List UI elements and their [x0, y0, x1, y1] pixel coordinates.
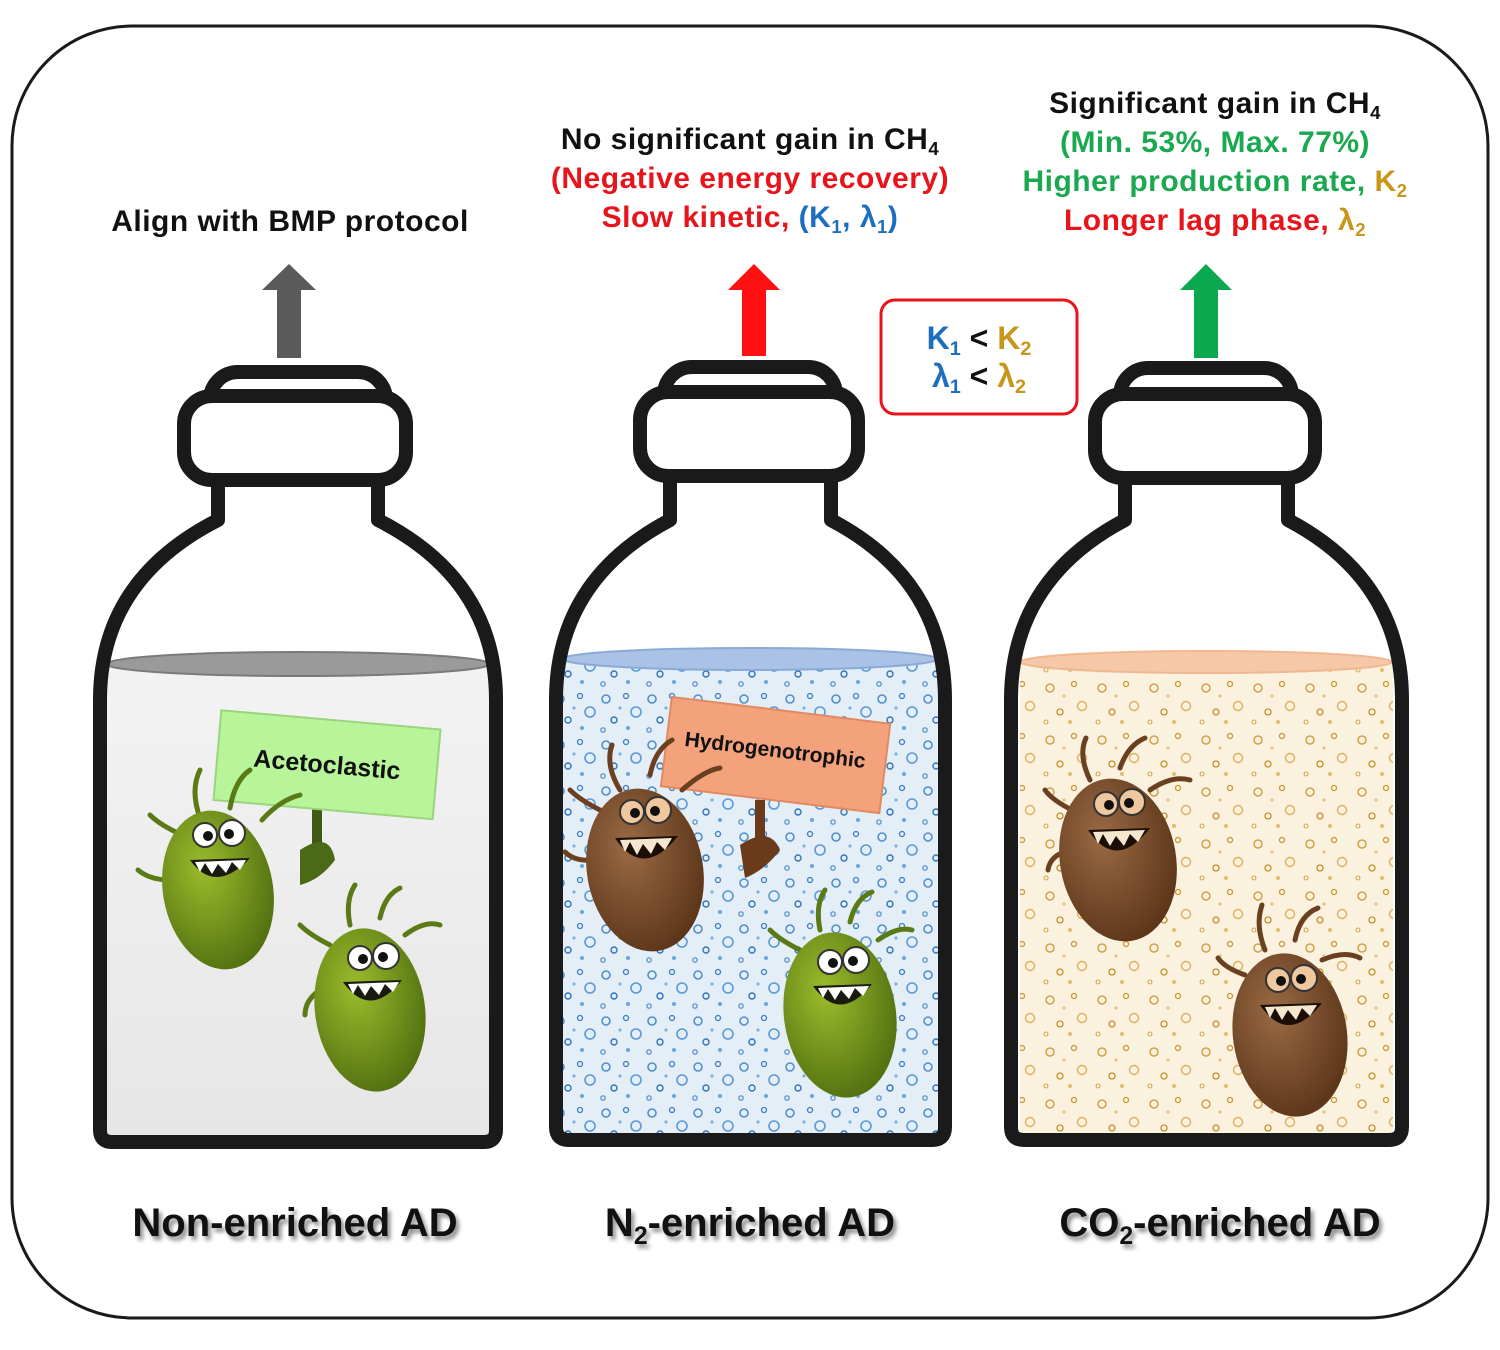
comparison-text: K1 < K2 λ1 < λ2: [881, 320, 1077, 399]
header-line-rate: Higher production rate, K2: [1022, 165, 1408, 201]
bottle-cap: [1088, 387, 1322, 485]
microbe-brown-1: [562, 737, 723, 952]
header-line-kinetic: Slow kinetic, (K1, λ1): [601, 201, 899, 237]
liquid-surface: [105, 651, 491, 677]
microbe-green-3: [767, 887, 915, 1098]
bottle-outline: [1004, 470, 1409, 1147]
sign-board-hydrogenotrophic: [659, 695, 892, 878]
header-line: Align with BMP protocol: [111, 205, 469, 238]
header-co2-enriched: Significant gain in CH4 (Min. 53%, Max. …: [960, 89, 1470, 245]
header-line-ch4: No significant gain in CH4: [560, 123, 940, 159]
label-co2-enriched-ad: CO2-enriched AD: [1059, 1201, 1381, 1250]
header-line-lag: Longer lag phase, λ2: [1063, 204, 1367, 240]
liquid-surface: [1019, 650, 1393, 674]
bottle-cap: [633, 385, 865, 483]
comparison-lambda: λ1 < λ2: [931, 357, 1027, 399]
arrow-up-gray: [262, 264, 316, 358]
microbe-brown-2: [1042, 735, 1193, 942]
sign-board-acetoclastic: [212, 709, 442, 885]
comparison-box: [879, 298, 1079, 416]
microbe-green-2: [297, 882, 443, 1092]
label-non-enriched-ad: Non-enriched AD: [132, 1201, 458, 1245]
bottle-outline: [549, 470, 952, 1147]
microbe-green-1: [135, 767, 303, 970]
bottle-outline: [93, 472, 503, 1149]
header-line-range: (Min. 53%, Max. 77%): [1059, 126, 1371, 159]
header-line-ch4: Significant gain in CH4: [1049, 87, 1381, 123]
bottle-cap: [177, 389, 413, 487]
header-non-enriched: Align with BMP protocol: [60, 207, 520, 237]
microbe-brown-3: [1215, 902, 1363, 1117]
arrow-up-red: [728, 264, 780, 356]
header-line-energy: (Negative energy recovery): [550, 162, 950, 195]
header-n2-enriched: No significant gain in CH4 (Negative ene…: [500, 125, 1000, 242]
liquid-surface: [561, 647, 939, 671]
arrow-up-green: [1180, 264, 1232, 358]
comparison-k: K1 < K2: [926, 320, 1032, 361]
label-n2-enriched-ad: N2-enriched AD: [604, 1201, 896, 1250]
